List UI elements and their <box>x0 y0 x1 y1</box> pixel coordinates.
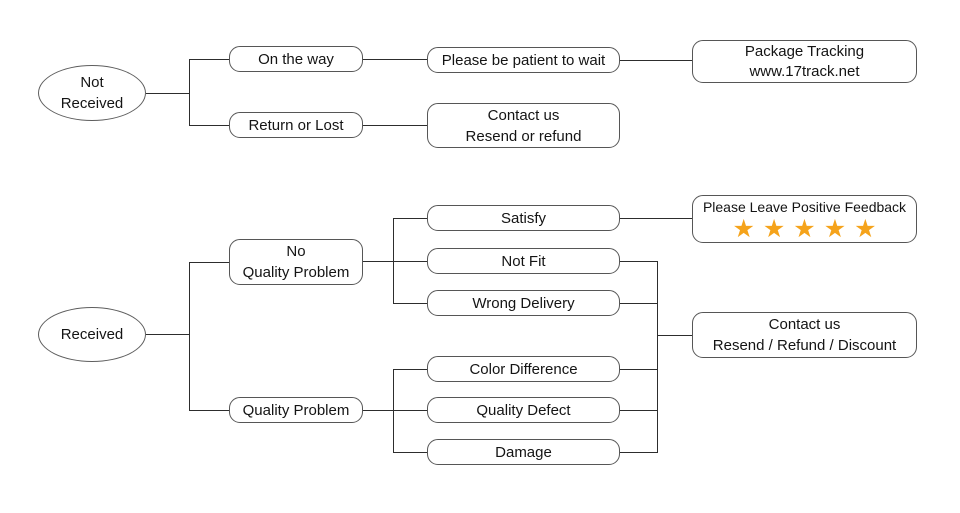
node-contact-discount: Contact us Resend / Refund / Discount <box>692 312 917 358</box>
node-contact-resend-refund: Contact us Resend or refund <box>427 103 620 148</box>
node-on-the-way: On the way <box>229 46 363 72</box>
node-quality-problem-label: Quality Problem <box>242 401 350 419</box>
node-not-received-label: Not Received <box>60 74 124 112</box>
node-wrong-delivery: Wrong Delivery <box>427 290 620 316</box>
connector-line <box>620 60 692 61</box>
node-positive-feedback: Please Leave Positive Feedback ★★★★★ <box>692 195 917 243</box>
node-please-wait-label: Please be patient to wait <box>441 51 606 69</box>
connector-line <box>620 261 657 262</box>
node-quality-defect-label: Quality Defect <box>476 401 571 419</box>
node-no-quality-problem: No Quality Problem <box>229 239 363 285</box>
node-return-or-lost: Return or Lost <box>229 112 363 138</box>
node-package-tracking: Package Tracking www.17track.net <box>692 40 917 83</box>
star-rating-icons: ★★★★★ <box>732 214 885 243</box>
node-package-tracking-label: Package Tracking www.17track.net <box>744 42 865 80</box>
connector-line <box>189 262 190 411</box>
node-not-received: Not Received <box>38 65 146 121</box>
node-not-fit-label: Not Fit <box>501 252 546 270</box>
connector-line <box>146 334 189 335</box>
connector-line <box>189 410 229 411</box>
node-wrong-delivery-label: Wrong Delivery <box>472 294 575 312</box>
node-received: Received <box>38 307 146 362</box>
node-return-or-lost-label: Return or Lost <box>248 116 344 134</box>
node-please-wait: Please be patient to wait <box>427 47 620 73</box>
node-quality-problem: Quality Problem <box>229 397 363 423</box>
connector-line <box>620 452 657 453</box>
connector-line <box>189 59 229 60</box>
node-no-quality-problem-label: No Quality Problem <box>242 243 350 281</box>
connector-line <box>657 335 692 336</box>
node-color-difference: Color Difference <box>427 356 620 382</box>
connector-line <box>393 303 427 304</box>
connector-line <box>657 261 658 453</box>
connector-line <box>393 452 427 453</box>
connector-line <box>620 410 657 411</box>
node-contact-resend-refund-label: Contact us Resend or refund <box>465 106 582 145</box>
connector-line <box>393 369 394 453</box>
connector-line <box>363 410 427 411</box>
connector-line <box>620 303 657 304</box>
node-damage: Damage <box>427 439 620 465</box>
connector-line <box>363 125 427 126</box>
connector-line <box>189 59 190 126</box>
connector-line <box>393 218 427 219</box>
connector-line <box>393 369 427 370</box>
node-received-label: Received <box>60 326 124 343</box>
connector-line <box>363 261 427 262</box>
node-satisfy-label: Satisfy <box>500 209 546 227</box>
connector-line <box>620 369 657 370</box>
node-not-fit: Not Fit <box>427 248 620 274</box>
connector-line <box>189 262 229 263</box>
node-damage-label: Damage <box>495 443 552 461</box>
node-quality-defect: Quality Defect <box>427 397 620 423</box>
connector-line <box>393 218 394 304</box>
node-on-the-way-label: On the way <box>258 50 334 68</box>
positive-feedback-title: Please Leave Positive Feedback <box>702 198 907 215</box>
connector-line <box>363 59 427 60</box>
node-color-difference-label: Color Difference <box>469 360 578 378</box>
connector-line <box>620 218 692 219</box>
node-contact-discount-label: Contact us Resend / Refund / Discount <box>712 316 897 354</box>
node-satisfy: Satisfy <box>427 205 620 231</box>
positive-feedback-content: Please Leave Positive Feedback ★★★★★ <box>703 197 906 242</box>
connector-line <box>189 125 229 126</box>
connector-line <box>146 93 189 94</box>
